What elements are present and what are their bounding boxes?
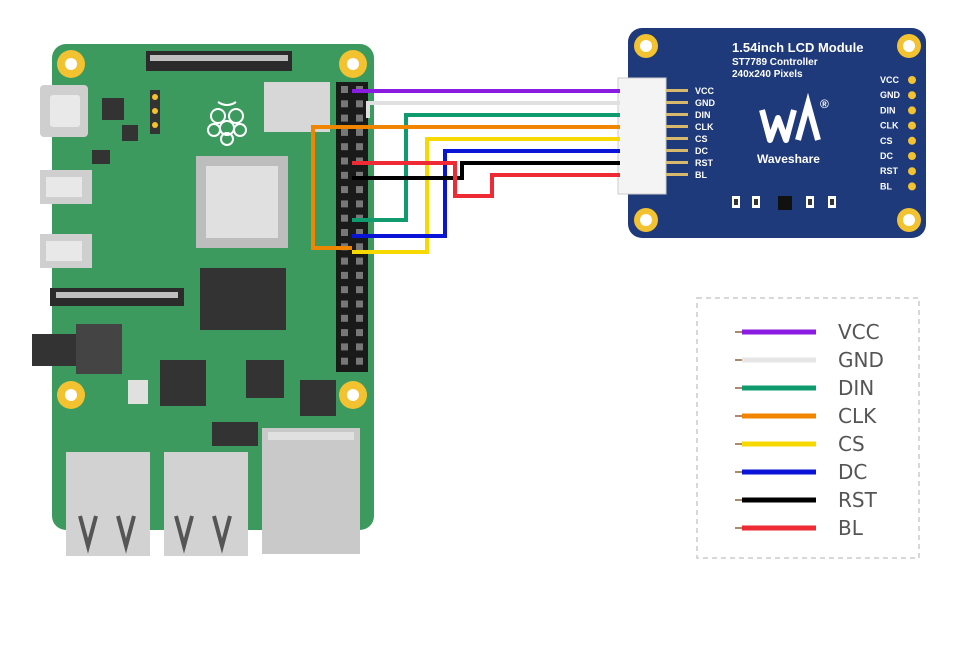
lcd-title: 1.54inch LCD Module: [732, 40, 863, 55]
lcd-side-pin-label-gnd: GND: [880, 90, 901, 100]
legend-item-cs: CS: [735, 432, 865, 456]
wire-rst: [352, 161, 620, 180]
lcd-pin-labels: VCC VCC GND GND DIN DIN CLK CLK CS CS DC DC RST RST BL…: [666, 75, 916, 191]
lcd-pcb: [628, 28, 926, 238]
lcd-connector: [617, 77, 667, 195]
wire-din: [352, 113, 620, 222]
wires: [311, 89, 620, 254]
legend-label: BL: [838, 516, 864, 540]
wire-gnd: [366, 101, 620, 118]
lcd-side-pin-label-cs: CS: [880, 136, 893, 146]
lcd-side-pin-label-dc: DC: [880, 151, 893, 161]
lcd-side-pin-label-bl: BL: [880, 181, 892, 191]
legend-item-rst: RST: [735, 488, 878, 512]
lcd-pin-label-gnd: GND: [695, 98, 716, 108]
lcd-controller: ST7789 Controller: [732, 57, 818, 68]
legend-item-bl: BL: [735, 516, 864, 540]
lcd-brand: Waveshare: [757, 152, 820, 166]
lcd-pin-label-bl: BL: [695, 170, 707, 180]
wire-dc: [352, 149, 620, 238]
legend-label: DIN: [838, 376, 874, 400]
raspberry-pi-board: [32, 44, 374, 556]
lcd-resolution: 240x240 Pixels: [732, 69, 803, 80]
legend-item-gnd: GND: [735, 348, 884, 372]
mounting-holes: [57, 50, 367, 409]
legend-item-clk: CLK: [735, 404, 877, 428]
gpio-header: [336, 82, 368, 372]
lcd-side-pin-label-clk: CLK: [880, 121, 899, 131]
lcd-pin-label-dc: DC: [695, 146, 708, 156]
legend-label: VCC: [838, 320, 880, 344]
lcd-pin-label-clk: CLK: [695, 122, 714, 132]
legend-label: DC: [838, 460, 867, 484]
lcd-pin-label-cs: CS: [695, 134, 708, 144]
usb-ports: [66, 452, 248, 556]
wire-cs: [352, 137, 620, 254]
ram-chip: [200, 268, 286, 330]
lcd-side-pin-label-vcc: VCC: [880, 75, 900, 85]
legend-label: RST: [838, 488, 878, 512]
legend-item-vcc: VCC: [735, 320, 880, 344]
wire-clk: [311, 125, 620, 250]
lcd-side-pin-label-rst: RST: [880, 166, 899, 176]
legend-item-dc: DC: [735, 460, 867, 484]
legend-item-din: DIN: [735, 376, 874, 400]
legend-box: [696, 297, 920, 559]
legend-label: CLK: [838, 404, 877, 428]
wire-bl: [352, 161, 620, 198]
legend-label: GND: [838, 348, 884, 372]
waveshare-logo-icon: [759, 92, 821, 143]
registered-mark: ®: [820, 97, 829, 111]
audio-jack: [32, 334, 76, 366]
ethernet-port: [262, 428, 360, 554]
lcd-side-pin-label-din: DIN: [880, 105, 896, 115]
wifi-module: [264, 82, 330, 132]
lcd-pin-label-din: DIN: [695, 110, 711, 120]
lcd-module: 1.54inch LCD Module ST7789 Controller 24…: [617, 28, 926, 238]
raspberry-logo-icon: [207, 101, 247, 146]
legend-label: CS: [838, 432, 865, 456]
lcd-pin-label-rst: RST: [695, 158, 714, 168]
lcd-pin-label-vcc: VCC: [695, 86, 715, 96]
legend: VCC GND DIN CLK CS DC RST BL: [696, 297, 920, 559]
